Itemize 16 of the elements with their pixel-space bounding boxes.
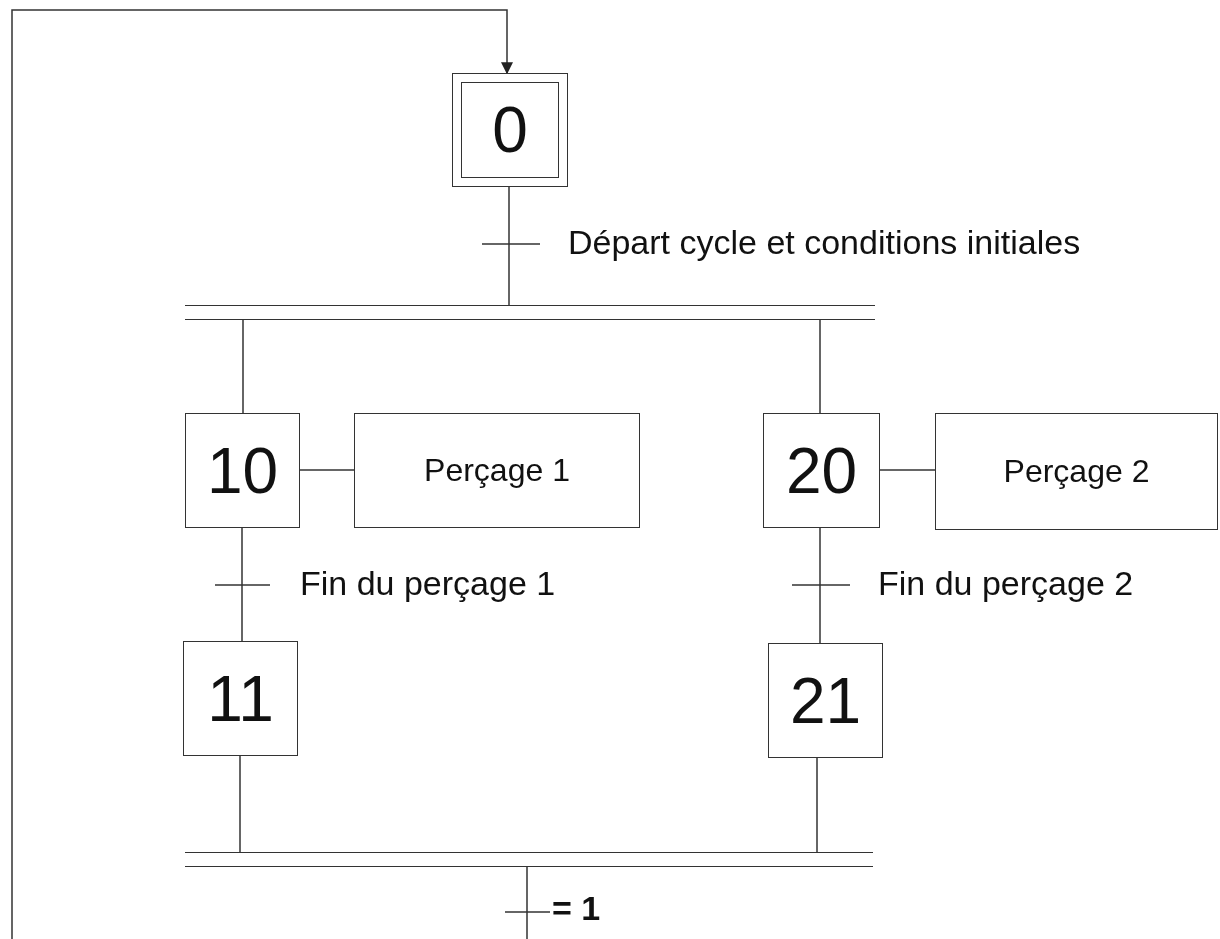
action-label: Perçage 2 bbox=[1003, 453, 1150, 490]
action-box bbox=[935, 413, 1218, 530]
action-box bbox=[354, 413, 640, 528]
step-box bbox=[185, 413, 300, 528]
synchronization-double-bar bbox=[185, 305, 875, 320]
step-number: 10 bbox=[206, 438, 279, 503]
step-number: 0 bbox=[492, 98, 528, 162]
step-box bbox=[763, 413, 880, 528]
step-number: 11 bbox=[207, 666, 274, 731]
step-number: 20 bbox=[785, 438, 858, 503]
step-box bbox=[183, 641, 298, 756]
step-box bbox=[768, 643, 883, 758]
step-number: 21 bbox=[789, 668, 862, 733]
initial-step-box bbox=[452, 73, 568, 187]
synchronization-double-bar bbox=[185, 852, 873, 867]
action-label: Perçage 1 bbox=[424, 452, 570, 489]
